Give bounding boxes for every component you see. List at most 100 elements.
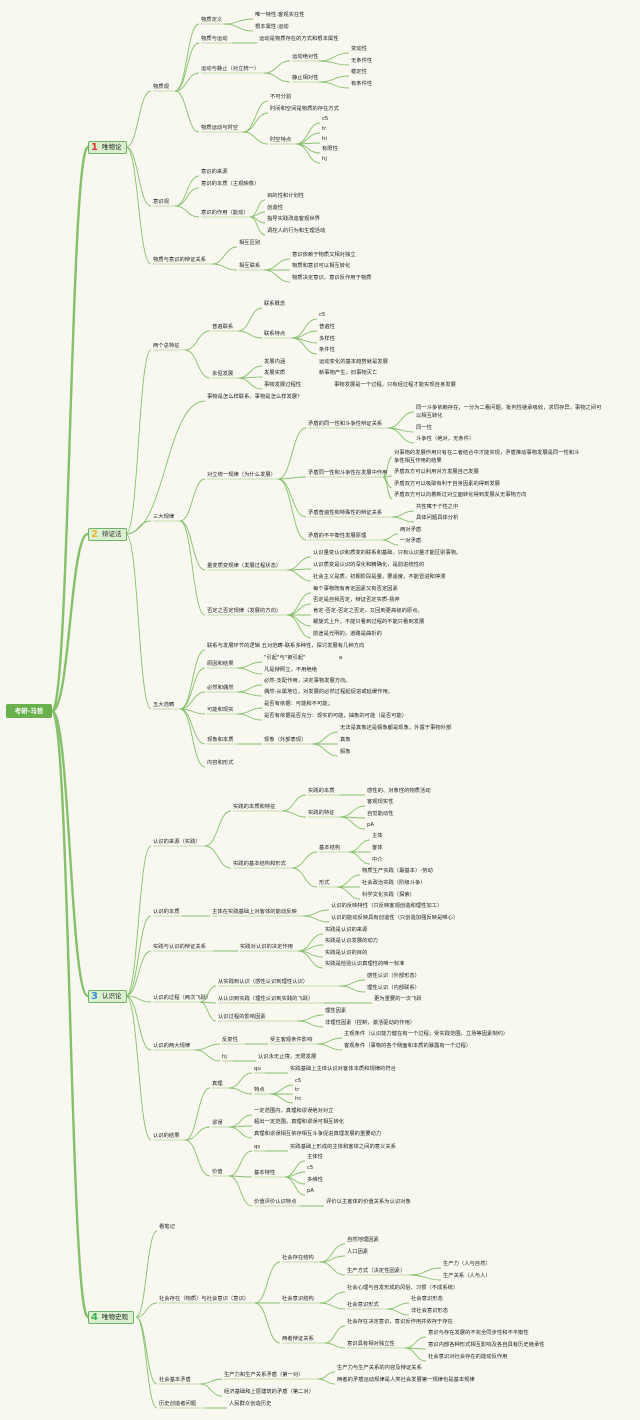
node-b3-xs1[interactable]: 物质生产实践（最基本）-劳动 (362, 867, 433, 874)
node-b3-jieguo[interactable]: 认识的结果 (153, 1132, 180, 1139)
node-b4-ys-xingshi[interactable]: 社会意识形态 (411, 1295, 443, 1302)
node-b3-zl-desc[interactable]: 实践基础上主体认识对客体本质和规律的符合 (290, 1065, 396, 1072)
node-b1-wuzhi-yundong[interactable]: 物质与运动 (201, 35, 228, 42)
node-b4-dl2[interactable]: 意识内部各种形式相互影响及各自具有历史继承性 (428, 1341, 545, 1348)
node-b2-fazhan-neihan[interactable]: 发展内涵 (264, 358, 286, 365)
node-b3-sj1[interactable]: 实践是认识的来源 (325, 926, 368, 933)
node-b3-jiben[interactable]: 实践的基本结构和形式 (233, 860, 286, 867)
node-b3-c5[interactable]: c5 (295, 1077, 302, 1084)
node-b3-zhuti[interactable]: 主体 (372, 832, 383, 839)
node-b2-tongyi-desc2[interactable]: 以相互转化 (416, 412, 443, 419)
node-b2-ff2[interactable]: 否定是自我否定，辩证否定实质-扬弃 (313, 596, 400, 603)
node-b3-rs-ds[interactable]: 从认识到实践（理性认识到实践的飞跃） (218, 995, 314, 1002)
node-b2-guocheng-desc[interactable]: 事物发展是一个过程，只有经过程才能实现自身发展 (334, 381, 456, 388)
node-b3-jz-pj-desc[interactable]: 评价以主客体的价值关系为认识对象 (326, 1198, 411, 1205)
node-b1-bukefen[interactable]: 不可分割 (270, 93, 292, 100)
node-b4-shengchan-fs[interactable]: 生产方式（决定性因素） (347, 1267, 406, 1274)
node-b3-zhenli[interactable]: 真理 (212, 1080, 223, 1087)
node-b1-yishi-zuoyong[interactable]: 意识的作用（能动） (201, 209, 249, 216)
node-b1-weiyi[interactable]: 唯一特性:客观实在性 (255, 11, 305, 18)
node-b3-mw1[interactable]: 一定范围内，真理和谬误绝对对立 (254, 1107, 334, 1114)
node-b2-tiaojian[interactable]: 条件性 (319, 346, 335, 353)
node-b1-yilai[interactable]: 意识依赖于物质又相对独立 (292, 251, 356, 258)
node-b3-benzhi-tezheng[interactable]: 实践的本质和特征 (233, 803, 276, 810)
node-b3-xs2[interactable]: 社会政治实践（阶级斗争） (362, 879, 426, 886)
node-b2-br1[interactable]: 必然-支配作用，决定事物发展方向。 (264, 677, 351, 684)
node-b3-laiyuan[interactable]: 认识的来源（实践） (153, 838, 201, 845)
node-b1-yundong-jingzhi[interactable]: 运动与静止（对立统一） (201, 65, 260, 72)
node-b3-lixing[interactable]: 理性认识（内部联系） (367, 984, 420, 991)
node-b2-xianxiang[interactable]: 现象和本质 (207, 736, 234, 743)
node-b2-xiangxiang-xx[interactable]: 现象（外部表现） (264, 736, 307, 743)
node-b2-zy1[interactable]: 对事物的发展作用只有在二者结合中才能实现，矛盾推动事物发展是同一性和斗 (394, 449, 580, 456)
node-b2-neirong[interactable]: 内容和形式 (207, 759, 234, 766)
node-b3-ganxing[interactable]: 感性认识（外部形态） (367, 972, 420, 979)
node-b3-rs-ds-desc[interactable]: 更为重要的一次飞跃 (374, 995, 422, 1002)
node-b2-pubian[interactable]: 普遍联系 (212, 323, 234, 330)
node-b2-yundong-bianhua[interactable]: 运动变化的基本趋势就是发展 (319, 358, 388, 365)
node-b2-zy1b[interactable]: 争性相互作用的结果 (394, 457, 442, 464)
node-b1-wutiaojian[interactable]: 无条件性 (351, 57, 373, 64)
node-b3-rs-bz1[interactable]: 认识的反映特性（只反映客观创造和理性加工） (331, 902, 443, 909)
node-b2-ff1[interactable]: 每个事物既有肯定因素又有否定因素 (313, 585, 398, 592)
node-b2-fazhan-shizhi[interactable]: 发展实质 (264, 369, 286, 376)
node-b3-rs-bz2[interactable]: 认识的能动反映具有创造性（只创造加强反映是唯心） (331, 914, 459, 921)
node-b4-shehui-cunzai[interactable]: 社会存在（物质）与社会意识（意识） (159, 1295, 250, 1302)
node-b2-yuanyin[interactable]: 原因和结果 (207, 660, 234, 667)
node-b3-c5b[interactable]: c5 (307, 1164, 314, 1171)
node-b1-c5[interactable]: c5 (322, 115, 329, 122)
node-b2-zuoyong[interactable]: 矛盾同一性和斗争性在发展中作用 (308, 469, 388, 476)
node-b4-shehui-ysxs[interactable]: 社会意识形式 (347, 1301, 379, 1308)
node-b2-wenti[interactable]: 事物是怎么样联系，事物是怎么样发展？ (207, 393, 303, 400)
node-b4-ys-jiegou[interactable]: 社会意识结构 (282, 1295, 314, 1302)
node-b2-c5[interactable]: c5 (319, 311, 326, 318)
node-b2-yidui[interactable]: 一对矛盾 (400, 537, 422, 544)
node-b3-yinsu[interactable]: 认识过程的影响因素 (218, 1013, 266, 1020)
node-b4-md1[interactable]: 生产力和生产关系矛盾（第一对） (224, 1371, 304, 1378)
node-b3-wuxian[interactable]: 认识永无止境，无限发展 (258, 1053, 317, 1060)
node-b2-zy4[interactable]: 矛盾双方可以向着新过对立面转化得到发展从无事物方向 (394, 491, 527, 498)
node-b1-hi[interactable]: hi (322, 135, 327, 142)
node-b2-duiliuyi[interactable]: 两对矛盾 (400, 526, 422, 533)
node-b2-sanda[interactable]: 三大规律 (153, 513, 175, 520)
node-b2-tongyi[interactable]: 同一性 (416, 424, 432, 431)
node-b2-liangbian[interactable]: 量变质变规律（发展过程状态） (207, 562, 282, 569)
node-b1-mudi[interactable]: 目的性和计划性 (267, 192, 305, 199)
node-b1-jingzhi-xiang[interactable]: 静止相对性 (292, 74, 319, 81)
node-b4-bianzheng[interactable]: 两者辩证关系 (282, 1335, 314, 1342)
node-b4-md2[interactable]: 经济基础和上层建筑的矛盾（第二对） (224, 1388, 315, 1395)
node-b1-shijian-kongjian[interactable]: 时间和空间是物质的存在方式 (270, 105, 339, 112)
node-b2-tongyi-douzheng[interactable]: 矛盾的同一性和斗争性辩证关系 (308, 420, 383, 427)
node-b2-jiaxiang[interactable]: 假象 (340, 748, 351, 755)
node-b3-miuwu[interactable]: 谬误 (212, 1119, 223, 1126)
node-b4-fei-ys[interactable]: 非社会意识形态 (411, 1307, 449, 1314)
node-b2-lianxi-gainian[interactable]: 联系概念 (264, 300, 286, 307)
node-b1-huxiang[interactable]: 物质和意识可以相互转化 (292, 262, 351, 269)
node-b1-zhidao[interactable]: 指导实践改造客观世界 (267, 215, 320, 222)
node-b2-wuda[interactable]: 五大范畴 (153, 701, 175, 708)
node-b3-zjnd[interactable]: 自觉能动性 (367, 810, 394, 817)
node-b3-sj-ds[interactable]: 从实践到认识（感性认识到理性认识） (218, 978, 309, 985)
node-b4-duli[interactable]: 意识具有相对独立性 (347, 1340, 395, 1347)
node-b2-tongyi-desc1[interactable]: 同一斗争依赖存在，一分为二看问题，批判性继承吸收，求同存异，事物之间可 (416, 404, 602, 411)
node-b4-shehui-xinli[interactable]: 社会心理与自发形成的风俗、习惯（不成系统） (347, 1284, 459, 1291)
node-b1-tr[interactable]: tr (322, 125, 327, 132)
node-b4-cz-jiegou[interactable]: 社会存在结构 (282, 1254, 314, 1261)
node-b2-kn1[interactable]: 是否有依据：可能和不可能； (264, 700, 333, 707)
node-b3-zhutixing[interactable]: 主体性 (307, 1153, 323, 1160)
node-b4-kanshuji[interactable]: 看笔记 (159, 1223, 175, 1230)
node-b2-liangge[interactable]: 两个总特征 (153, 342, 180, 349)
node-b1-wuzhiguan[interactable]: 物质观 (153, 83, 169, 90)
node-b3-zhongjie[interactable]: 中介 (372, 856, 383, 863)
node-b3-fanfu-desc[interactable]: 受主客观条件影响 (270, 1036, 313, 1043)
node-b2-lb2[interactable]: 认识质变是认识的深化和精确化，是前进统性的 (313, 561, 425, 568)
node-b2-lb3[interactable]: 社会主义是质，初期阶段是量，要适度，不能冒进和停滞 (313, 573, 446, 580)
node-b2-kene[interactable]: 可能和现实 (207, 706, 234, 713)
node-b3-jiazhi[interactable]: 价值 (212, 1168, 223, 1175)
node-b3-jiben-jiegou[interactable]: 基本结构 (319, 844, 341, 851)
node-b1-wendingxing[interactable]: 稳定性 (351, 68, 367, 75)
node-b2-lianxi-tedian[interactable]: 联系特点 (264, 330, 286, 337)
node-b2-foufou[interactable]: 否定之否定规律（发展的方向） (207, 607, 282, 614)
